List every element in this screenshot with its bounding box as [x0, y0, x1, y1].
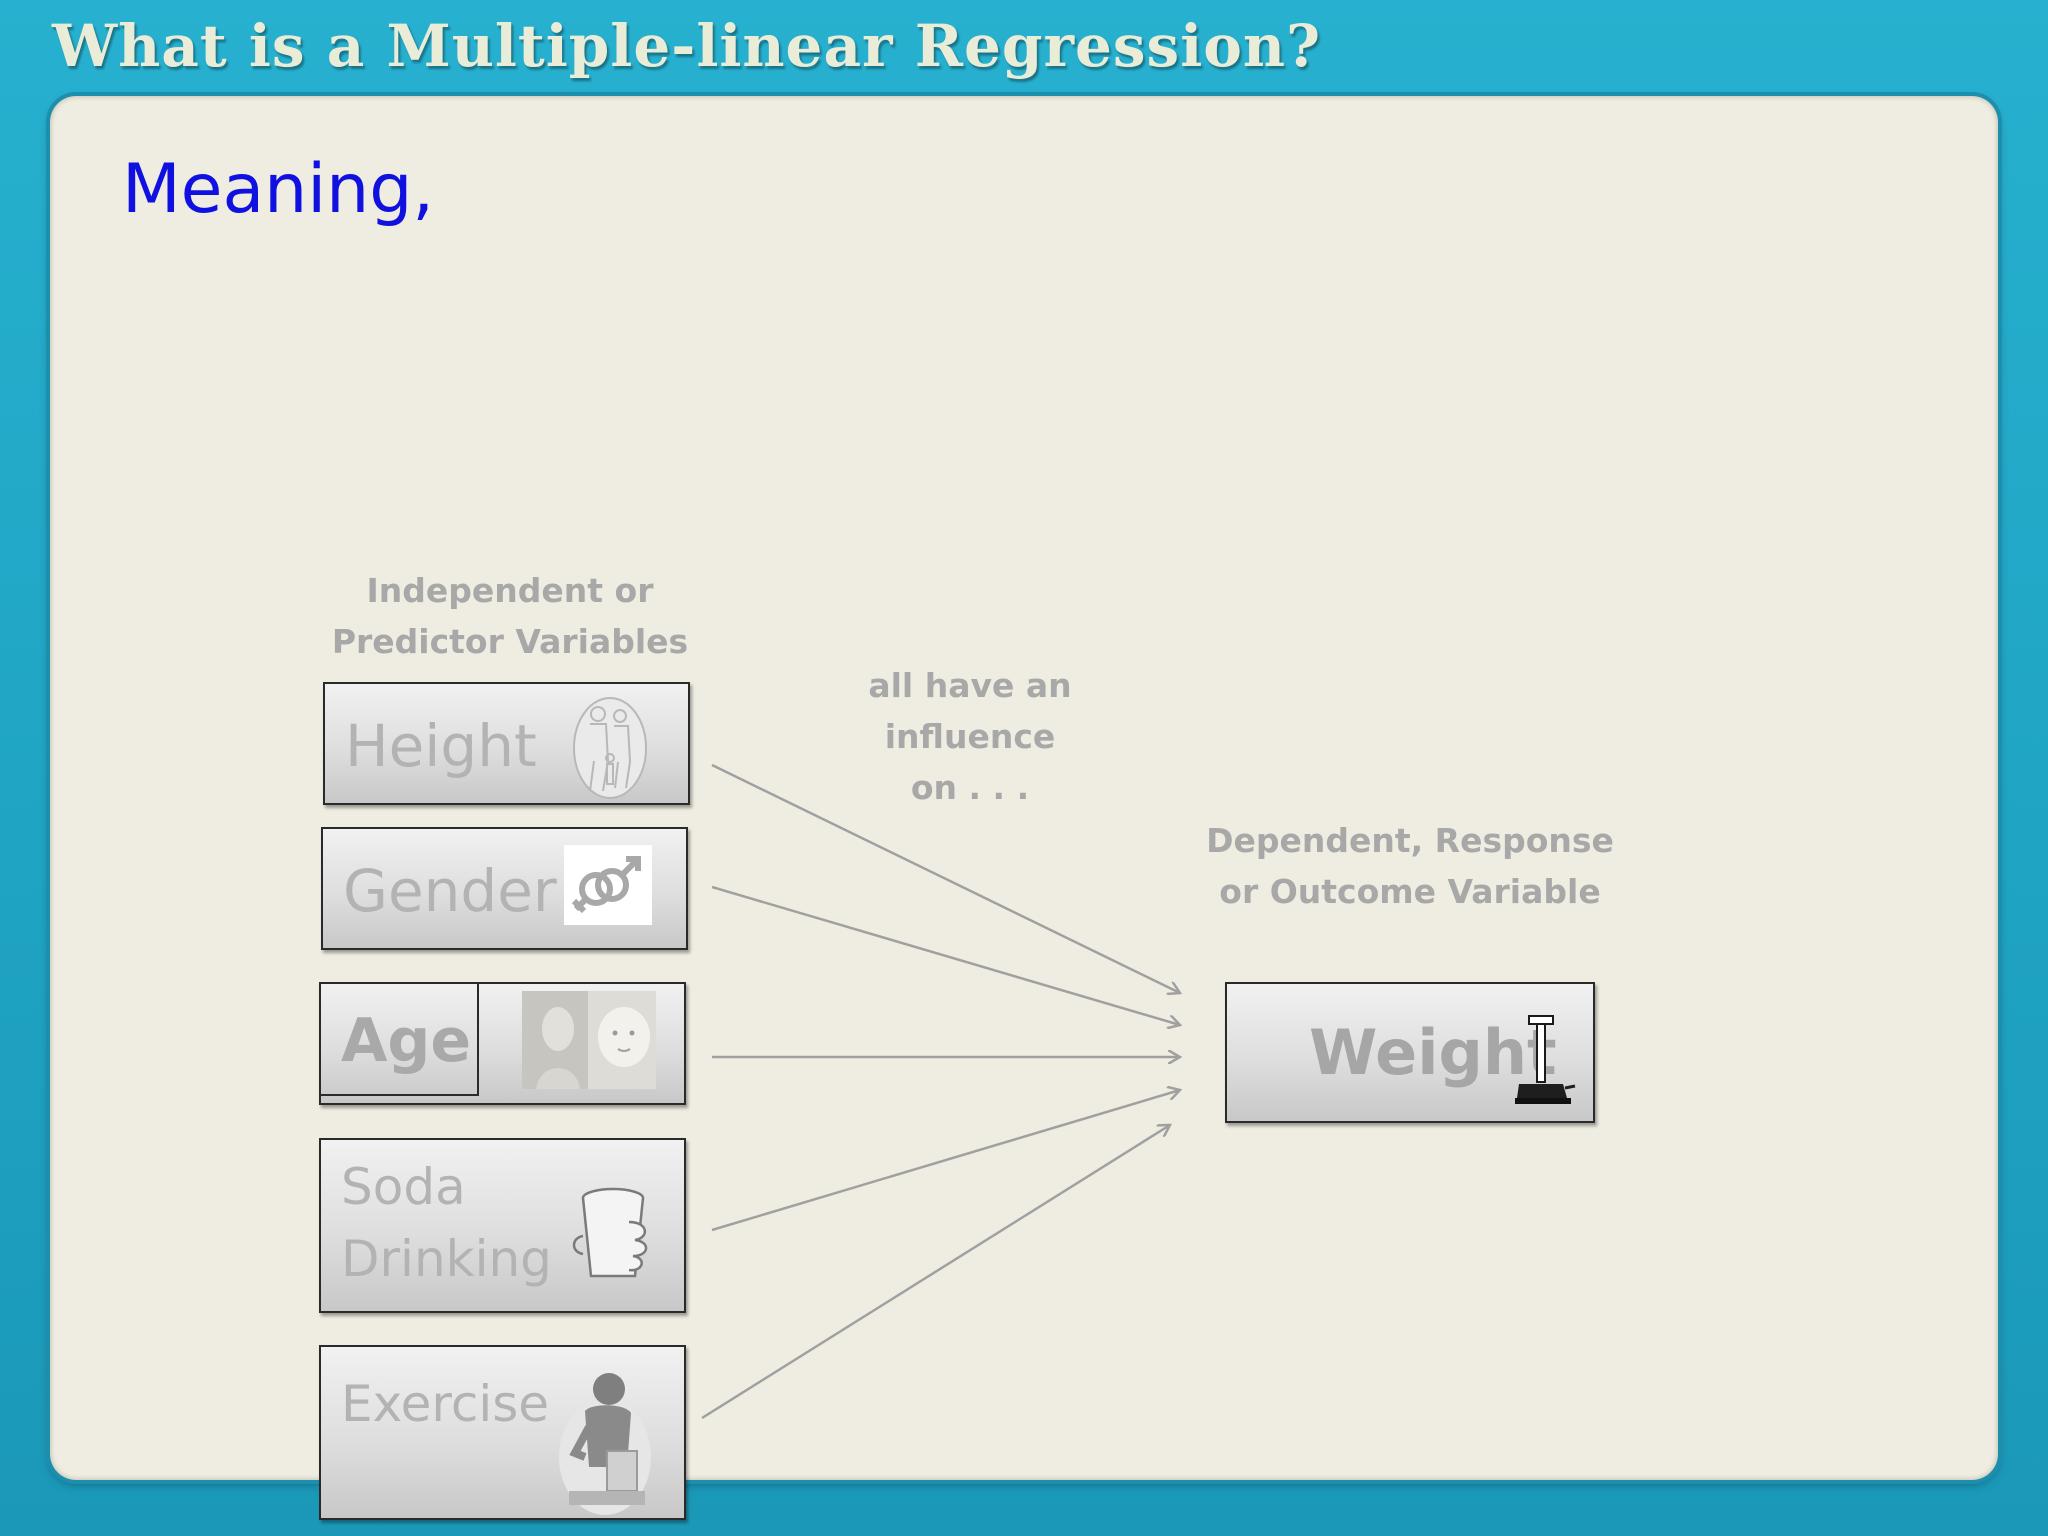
- predictor-box-soda-drinking: Soda Drinking: [319, 1138, 686, 1313]
- age-label-frame: [319, 982, 479, 1096]
- gender-symbols-icon: [564, 845, 652, 925]
- arrow-exercise: [701, 1125, 1170, 1420]
- predictor-box-height: Height: [323, 682, 690, 805]
- meaning-heading: Meaning,: [122, 150, 435, 229]
- caption-line: on . . .: [910, 768, 1030, 807]
- predictor-label-line: Drinking: [341, 1230, 552, 1288]
- outcome-label: Weight: [1309, 1016, 1557, 1089]
- predictor-box-exercise: Exercise: [319, 1345, 686, 1520]
- caption-line: Dependent, Response: [1206, 821, 1614, 860]
- predictor-box-gender: Gender: [321, 827, 688, 950]
- influence-caption: all have an influence on . . .: [790, 660, 1150, 813]
- predictor-box-age: Age: [319, 982, 686, 1105]
- caption-line: Independent or: [366, 571, 654, 610]
- slide-title: What is a Multiple-linear Regression?: [52, 12, 1322, 80]
- caption-line: all have an influence: [868, 666, 1072, 756]
- predictor-label: Height: [345, 712, 537, 780]
- family-icon: [573, 697, 647, 799]
- dependent-variable-caption: Dependent, Response or Outcome Variable: [1205, 815, 1615, 917]
- caption-line: or Outcome Variable: [1219, 872, 1601, 911]
- baby-photo-icon: [522, 991, 656, 1089]
- outcome-box-weight: Weight: [1225, 982, 1595, 1123]
- predictor-label: Gender: [343, 857, 557, 925]
- arrow-soda: [711, 1090, 1180, 1232]
- scale-icon: [1515, 1015, 1576, 1104]
- soda-cup-icon: [572, 1187, 648, 1278]
- person-exercising-icon: [559, 1373, 651, 1515]
- predictor-label-line: Soda: [341, 1158, 466, 1216]
- predictor-label: Age: [341, 1006, 472, 1076]
- arrow-height: [711, 763, 1180, 993]
- caption-line: Predictor Variables: [331, 622, 689, 661]
- arrow-gender: [711, 885, 1180, 1025]
- independent-variables-caption: Independent or Predictor Variables: [330, 565, 690, 667]
- predictor-label: Exercise: [341, 1375, 550, 1433]
